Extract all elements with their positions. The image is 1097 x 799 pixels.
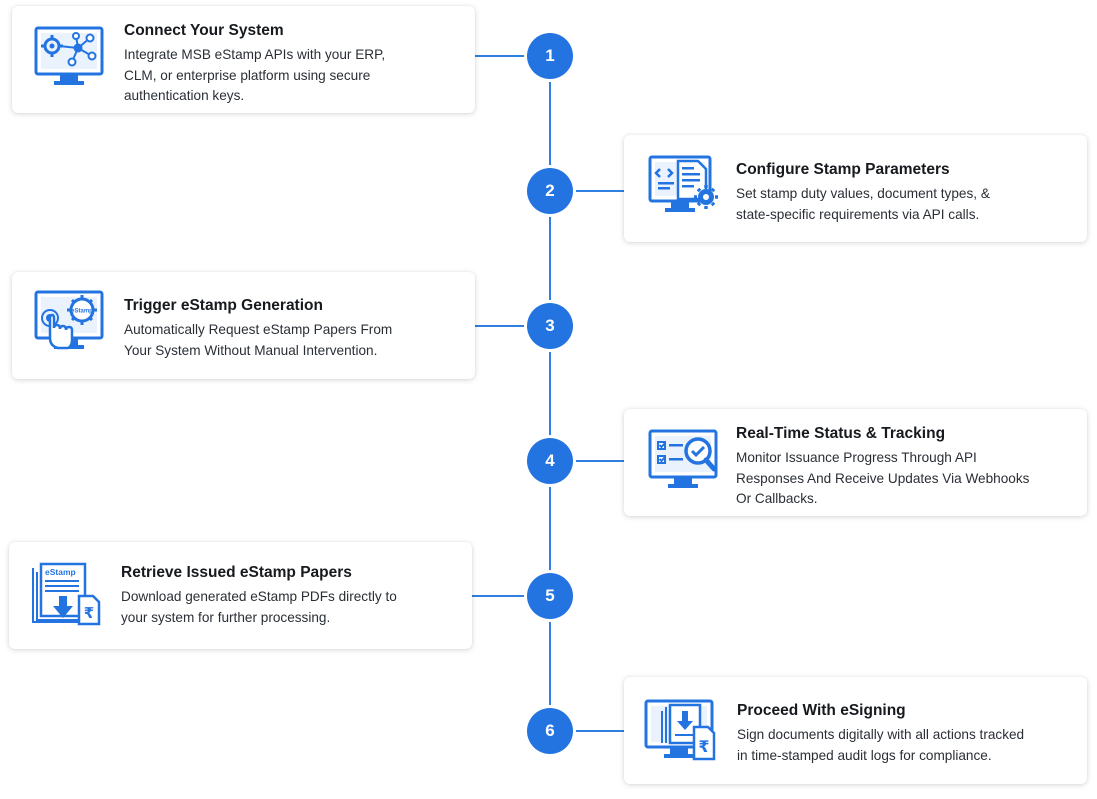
description-line: Set stamp duty values, document types, & (736, 186, 990, 201)
step-card-retrieve-papers: eStamp ₹ Retrieve Issued eStamp Papers D… (9, 542, 472, 649)
step-text: Proceed With eSigning Sign documents dig… (737, 701, 1082, 766)
step-text: Configure Stamp Parameters Set stamp dut… (736, 160, 1076, 225)
step-description: Set stamp duty values, document types, &… (736, 184, 1076, 225)
step-title: Trigger eStamp Generation (124, 297, 323, 314)
step-title: Configure Stamp Parameters (736, 161, 950, 178)
description-line: Automatically Request eStamp Papers From (124, 322, 393, 337)
step-text: Retrieve Issued eStamp Papers Download g… (121, 563, 461, 628)
connector-6 (549, 730, 625, 732)
description-line: Responses And Receive Updates Via Webhoo… (736, 470, 1030, 486)
step-number-badge: 3 (527, 303, 573, 349)
monitor-document-rupee-icon: ₹ (642, 697, 722, 761)
step-title: Connect Your System (124, 22, 284, 39)
description-line: CLM, or enterprise platform using secure (124, 67, 371, 83)
timeline-line (549, 56, 551, 731)
connector-3 (475, 325, 551, 327)
step-number-badge: 5 (527, 573, 573, 619)
step-text: Real-Time Status & Tracking Monitor Issu… (736, 424, 1076, 510)
step-description: Integrate MSB eStamp APIs with your ERP,… (124, 45, 464, 107)
step-number-badge: 2 (527, 168, 573, 214)
step-text: Trigger eStamp Generation Automatically … (124, 296, 464, 361)
description-line: Sign documents digitally with all action… (737, 727, 1025, 742)
step-title: Real-Time Status & Tracking (736, 425, 946, 442)
description-line: in time-stamped audit logs for complianc… (737, 747, 992, 763)
step-description: Monitor Issuance Progress Through API Re… (736, 448, 1076, 510)
description-line: your system for further processing. (121, 609, 331, 625)
icon-label: eStamp (45, 567, 76, 577)
network-monitor-icon (32, 24, 112, 88)
icon-label: eStamp (71, 309, 93, 315)
description-line: Download generated eStamp PDFs directly … (121, 589, 397, 604)
step-card-status-tracking: Real-Time Status & Tracking Monitor Issu… (624, 409, 1087, 516)
svg-text:₹: ₹ (698, 737, 709, 756)
step-number-badge: 1 (527, 33, 573, 79)
description-line: Your System Without Manual Intervention. (124, 342, 378, 358)
step-description: Sign documents digitally with all action… (737, 725, 1082, 766)
touch-estamp-icon: eStamp (32, 288, 112, 352)
step-number-badge: 4 (527, 438, 573, 484)
step-title: Retrieve Issued eStamp Papers (121, 564, 352, 581)
step-card-connect-system: Connect Your System Integrate MSB eStamp… (12, 6, 475, 113)
step-text: Connect Your System Integrate MSB eStamp… (124, 21, 464, 107)
estamp-download-icon: eStamp ₹ (29, 562, 109, 626)
connector-1 (475, 55, 551, 57)
checklist-magnifier-icon (646, 427, 726, 491)
svg-text:₹: ₹ (84, 604, 94, 622)
connector-4 (549, 460, 625, 462)
step-description: Automatically Request eStamp Papers From… (124, 320, 464, 361)
step-card-configure-parameters: Configure Stamp Parameters Set stamp dut… (624, 135, 1087, 242)
step-number-badge: 6 (527, 708, 573, 754)
description-line: Integrate MSB eStamp APIs with your ERP, (124, 47, 386, 62)
description-line: state-specific requirements via API call… (736, 206, 980, 222)
step-card-esigning: ₹ Proceed With eSigning Sign documents d… (624, 677, 1087, 784)
step-description: Download generated eStamp PDFs directly … (121, 587, 461, 628)
step-title: Proceed With eSigning (737, 702, 906, 719)
step-card-trigger-generation: eStamp Trigger eStamp Generation Automat… (12, 272, 475, 379)
description-line: authentication keys. (124, 88, 245, 103)
connector-5 (472, 595, 551, 597)
connector-2 (549, 190, 625, 192)
code-document-gear-icon (646, 153, 726, 217)
description-line: Or Callbacks. (736, 491, 818, 506)
description-line: Monitor Issuance Progress Through API (736, 450, 977, 465)
